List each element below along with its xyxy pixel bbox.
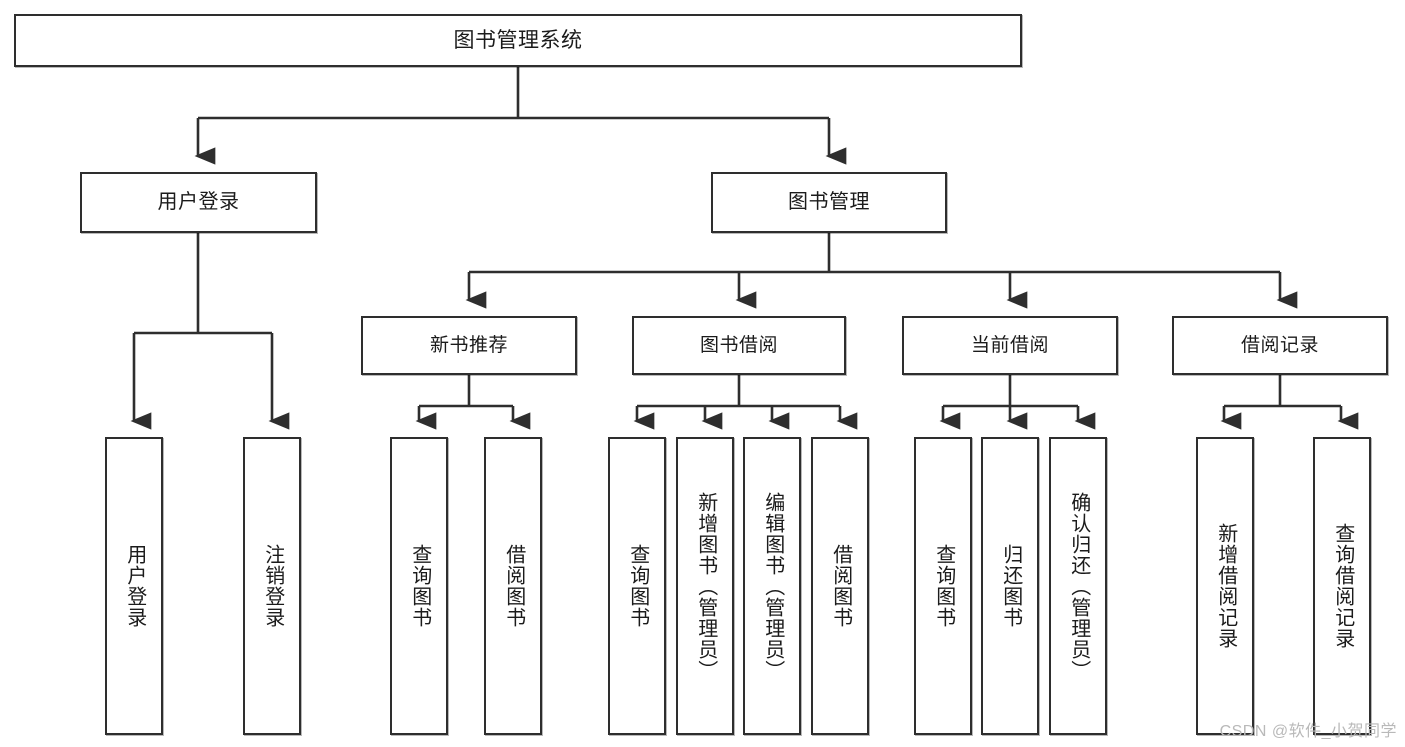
leaf-borrow-query-book[interactable]: 查询图书 [608,437,666,735]
node-new-book-recommend[interactable]: 新书推荐 [361,316,577,375]
node-label: 用户登录 [123,544,146,628]
node-label: 新书推荐 [429,334,508,356]
node-label: 查询图书 [408,544,431,628]
node-label: 新增图书（管理员） [694,491,717,681]
node-label: 当前借阅 [970,334,1049,356]
leaf-borrow-edit-book-admin[interactable]: 编辑图书（管理员） [743,437,801,735]
leaf-new-book-query[interactable]: 查询图书 [390,437,448,735]
node-current-borrow[interactable]: 当前借阅 [902,316,1118,375]
node-label: 注销登录 [261,544,284,628]
node-root-system[interactable]: 图书管理系统 [14,14,1022,67]
node-label: 确认归还（管理员） [1067,491,1090,681]
node-book-management[interactable]: 图书管理 [711,172,947,233]
node-label: 编辑图书（管理员） [761,491,784,681]
node-label: 图书借阅 [699,334,778,356]
leaf-current-confirm-return-admin[interactable]: 确认归还（管理员） [1049,437,1107,735]
node-book-borrow[interactable]: 图书借阅 [632,316,846,375]
node-label: 查询借阅记录 [1331,523,1354,649]
node-label: 图书管理 [788,191,870,214]
leaf-current-query-book[interactable]: 查询图书 [914,437,972,735]
leaf-record-add-record[interactable]: 新增借阅记录 [1196,437,1254,735]
leaf-record-query-record[interactable]: 查询借阅记录 [1313,437,1371,735]
node-label: 借阅记录 [1240,334,1319,356]
node-user-login[interactable]: 用户登录 [80,172,317,233]
node-label: 用户登录 [157,191,240,214]
node-borrow-record[interactable]: 借阅记录 [1172,316,1388,375]
node-label: 借阅图书 [502,544,525,628]
node-label: 查询图书 [932,544,955,628]
watermark-text: CSDN @软件_小贺同学 [1219,723,1397,740]
leaf-borrow-add-book-admin[interactable]: 新增图书（管理员） [676,437,734,735]
node-label: 查询图书 [626,544,649,628]
leaf-current-return-book[interactable]: 归还图书 [981,437,1039,735]
node-label: 图书管理系统 [453,28,583,52]
node-label: 借阅图书 [829,544,852,628]
leaf-new-book-borrow[interactable]: 借阅图书 [484,437,542,735]
leaf-user-login-logout[interactable]: 注销登录 [243,437,301,735]
leaf-borrow-borrow-book[interactable]: 借阅图书 [811,437,869,735]
node-label: 归还图书 [999,544,1022,628]
node-label: 新增借阅记录 [1214,523,1237,649]
leaf-user-login-login[interactable]: 用户登录 [105,437,163,735]
